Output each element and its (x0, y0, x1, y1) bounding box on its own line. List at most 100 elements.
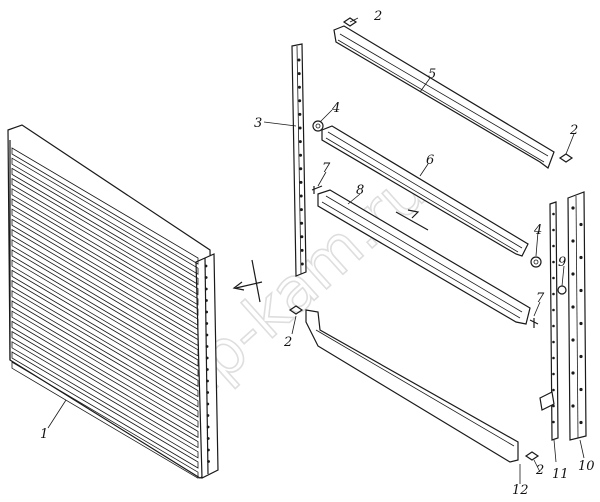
strip-hole (552, 212, 555, 216)
direction-arrow-left (232, 259, 263, 303)
strip-hole (299, 167, 303, 171)
strip-hole (298, 140, 302, 144)
vertical-bracket-10 (539, 191, 587, 441)
callout-10: 10 (578, 459, 595, 474)
leader-lines (47, 17, 585, 484)
strip-hole (552, 324, 555, 328)
louver-slat (11, 320, 199, 439)
callout-6: 6 (426, 153, 434, 168)
strip-hole (552, 244, 555, 248)
bracket-hole (571, 338, 575, 342)
strip-hole (300, 221, 304, 225)
louver-slat (11, 228, 199, 347)
strip-hole (298, 112, 302, 116)
fastener-2-top (342, 17, 358, 27)
strip-hole (552, 356, 555, 360)
louver-slat (11, 361, 199, 479)
bracket-10-holes (571, 206, 583, 425)
callout-8: 8 (356, 183, 364, 198)
bracket-hole (579, 420, 583, 425)
rail-hole (207, 448, 210, 452)
callout-9: 9 (558, 255, 566, 270)
mounting-strip-holes (297, 58, 304, 266)
rail-hole (206, 391, 210, 394)
louver-slat (11, 177, 199, 296)
rail-hole (205, 356, 209, 360)
louver-slats (11, 147, 199, 479)
louver-slat (11, 198, 199, 316)
bracket-hole (571, 305, 575, 309)
louver-slat (11, 157, 199, 275)
direction-arrow-center (395, 209, 429, 231)
louver-slat (11, 188, 199, 306)
rail-hole (205, 368, 209, 371)
bracket-hole (571, 404, 575, 408)
bolt-7-right (529, 318, 539, 328)
rail-hole (206, 402, 210, 406)
callout-2-left: 2 (283, 335, 292, 350)
strip-hole (552, 308, 555, 312)
bracket-hole (571, 206, 575, 210)
strip-hole (552, 260, 555, 264)
louver-slat (11, 290, 199, 408)
strip-hole (297, 72, 301, 76)
fastener-2-left (288, 305, 304, 315)
strip-hole (552, 276, 555, 280)
side-rail-holes (204, 264, 210, 463)
callout-2-right: 2 (569, 123, 578, 138)
rail-hole (205, 310, 209, 314)
strip-hole (300, 248, 304, 252)
rail-hole (205, 333, 209, 337)
rail-hole (207, 460, 210, 463)
callout-7-top: 7 (322, 161, 331, 176)
callout-3: 3 (254, 116, 262, 131)
rail-hole (204, 287, 208, 291)
callout-2-top: 2 (373, 9, 382, 24)
strip-11-holes (552, 212, 555, 424)
bracket-hole (579, 321, 583, 326)
strip-hole (552, 292, 555, 296)
strip-hole (298, 126, 302, 130)
bottom-angle-bar (305, 309, 519, 463)
rail-hole (206, 425, 210, 429)
louver-slat (11, 269, 199, 388)
fastener-2-right (558, 153, 574, 163)
strip-hole (552, 404, 555, 408)
rail-hole (206, 379, 209, 383)
vertical-strip-11 (549, 201, 559, 441)
bracket-hole (579, 288, 583, 293)
strip-hole (298, 99, 302, 103)
shutter-frame (7, 124, 219, 479)
callout-1: 1 (40, 427, 48, 442)
nut-4-top (312, 120, 324, 132)
rail-hole (205, 345, 209, 348)
strip-hole (552, 340, 555, 344)
louver-slat (11, 147, 199, 265)
louver-slat (11, 330, 199, 449)
louver-slat (11, 300, 199, 418)
upper-rail (333, 25, 555, 169)
strip-hole (299, 153, 303, 157)
washer-9 (557, 285, 567, 295)
strip-hole (297, 58, 301, 62)
callout-7-right: 7 (536, 291, 545, 306)
callout-5: 5 (428, 67, 436, 82)
louver-slat (11, 249, 199, 367)
rail-hole (204, 276, 208, 279)
louver-slat (11, 310, 199, 428)
bolt-7-top (311, 185, 323, 194)
bracket-hole (571, 272, 575, 276)
mounting-strip-left (291, 43, 307, 277)
louver-slat (11, 259, 199, 377)
strip-hole (297, 85, 301, 89)
callout-11: 11 (552, 467, 569, 482)
bracket-hole (579, 387, 583, 392)
bracket-hole (571, 371, 575, 375)
strip-hole (299, 194, 303, 198)
bracket-hole (579, 255, 583, 260)
strip-hole (299, 208, 303, 212)
rail-hole (205, 299, 208, 302)
callout-12: 12 (512, 483, 529, 498)
louver-slat (11, 167, 199, 286)
